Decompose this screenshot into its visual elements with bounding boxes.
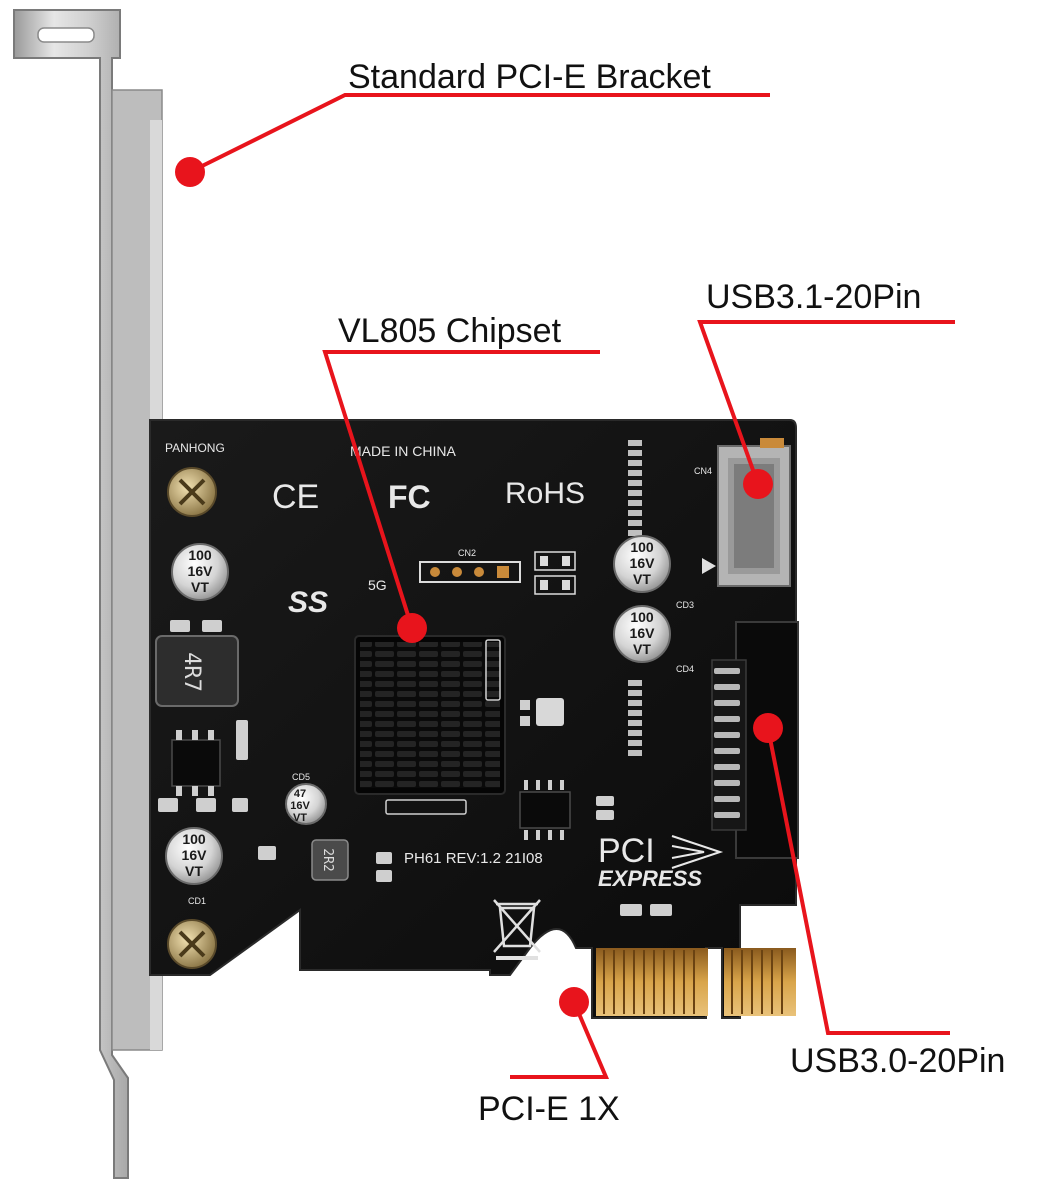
made-in-silkscreen: MADE IN CHINA [350,443,456,459]
smd-pads [158,620,672,916]
cap-series: VT [633,641,651,657]
express-logo-word: EXPRESS [598,866,702,891]
cap-voltage: 16V [188,563,214,579]
cd5-label: CD5 [292,772,310,782]
inductor-2r2: 2R2 [311,839,349,881]
cd3-label: CD3 [676,600,694,610]
cap-value: 100 [188,547,212,563]
cap-voltage: 16V [630,625,656,641]
pci-express-chevron-icon [671,835,724,869]
callout-usb31: USB3.1-20Pin [697,278,955,499]
callout-pcie: PCI-E 1X [478,987,620,1128]
callout-usb30: USB3.0-20Pin [753,713,1005,1080]
resistor-array [628,440,642,756]
cap-voltage: 16V [290,800,310,812]
cd1-label: CD1 [188,896,206,906]
capacitor-cd1: 100 16V VT CD1 [165,827,223,906]
pcie-gold-fingers [596,948,796,1016]
revision-silkscreen: PH61 REV:1.2 21I08 [404,850,543,867]
cap-voltage: 16V [182,847,208,863]
cap-voltage: 16V [630,555,656,571]
smd-components [534,551,576,726]
inductor-4r7-label: 4R7 [179,652,204,692]
rohs-mark: RoHS [505,477,585,510]
inductor-4r7: 4R7 [155,635,239,707]
cn2-header: CN2 [419,548,521,583]
pci-logo-word: PCI [598,832,655,870]
callout-bracket: Standard PCI-E Bracket [175,58,770,187]
callout-chipset-label: VL805 Chipset [338,312,562,350]
fc-mark: FC [388,479,431,515]
red-dot-marker [397,613,427,643]
red-dot-marker [743,469,773,499]
callout-usb31-label: USB3.1-20Pin [706,278,921,316]
capacitor-cd3: 100 16V VT CD3 [613,535,694,610]
red-dot-marker [559,987,589,1017]
capacitor-cd5: 47 16V VT CD5 [285,772,327,825]
regulator-ic [171,730,221,796]
cn2-label: CN2 [458,548,476,558]
screw-icon [167,919,217,969]
cap-value: 100 [182,831,206,847]
cap-value: 100 [630,539,654,555]
cap-series: VT [185,863,203,879]
ic-chip [519,780,571,840]
cap-value: 100 [630,609,654,625]
superspeed-5g: 5G [368,577,387,593]
vl805-heatsink [354,635,506,795]
cd4-label: CD4 [676,664,694,674]
cap-series: VT [191,579,209,595]
weee-bin-icon [493,899,541,960]
cap-series: VT [633,571,651,587]
superspeed-logo: SS [288,586,328,619]
callout-chipset: VL805 Chipset [322,312,600,643]
cn4-label: CN4 [694,466,712,476]
capacitor-cd2: 100 16V VT [171,543,229,601]
brand-silkscreen: PANHONG [165,441,225,455]
callout-pcie-label: PCI-E 1X [478,1090,620,1128]
red-dot-marker [175,157,205,187]
cap-series: VT [293,812,307,824]
inductor-2r2-label: 2R2 [320,848,335,871]
cap-value: 47 [294,788,306,800]
callout-bracket-label: Standard PCI-E Bracket [348,58,711,96]
ce-mark: CE [272,478,319,516]
red-dot-marker [753,713,783,743]
callout-usb30-label: USB3.0-20Pin [790,1042,1005,1080]
pcie-bracket [13,9,163,1179]
capacitor-cd4: 100 16V VT CD4 [613,605,694,674]
screw-icon [167,467,217,517]
